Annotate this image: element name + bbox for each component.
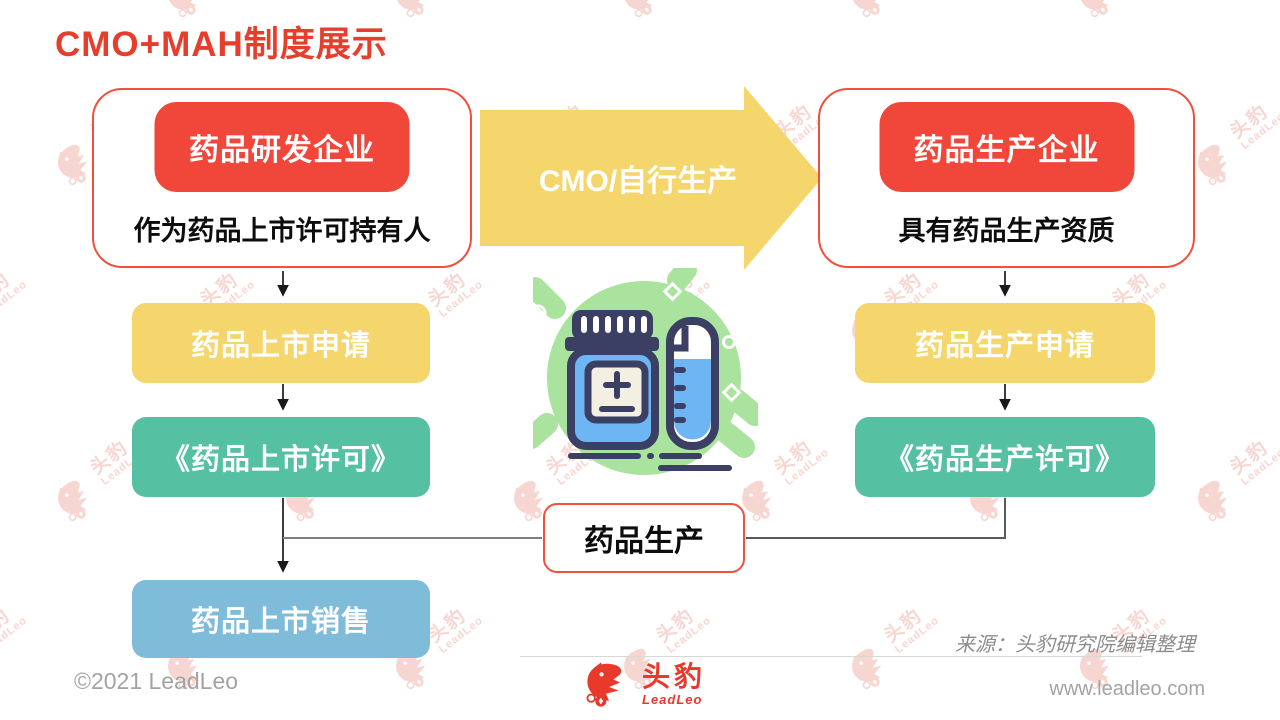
watermark-cn-text: 头豹 — [880, 604, 927, 648]
logo-cn-text: 头豹 — [642, 660, 707, 692]
watermark-cn-text: 头豹 — [0, 604, 15, 648]
mfg-enterprise-header: 药品生产企业 — [879, 102, 1134, 192]
website-link[interactable]: www.leadleo.com — [1049, 678, 1205, 700]
leadleo-logo: 头豹 LeadLeo — [583, 660, 706, 708]
flow-box-production-license: 《药品生产许可》 — [855, 417, 1155, 497]
watermark-en-text: LeadLeo — [436, 278, 486, 320]
watermark-cn-text: 头豹 — [424, 604, 471, 648]
watermark-cn-text: 头豹 — [1226, 100, 1273, 144]
mfg-enterprise-group: 药品生产企业 具有药品生产资质 — [818, 88, 1195, 268]
flow-box-listing-sales: 药品上市销售 — [132, 580, 430, 658]
leopard-watermark-icon — [624, 0, 654, 18]
leopard-watermark-icon — [58, 481, 88, 522]
watermark-en-text: LeadLeo — [1238, 446, 1280, 488]
watermark-en-text: LeadLeo — [664, 614, 714, 656]
leopard-watermark-icon — [1080, 0, 1110, 18]
rd-enterprise-caption: 作为药品上市许可持有人 — [133, 216, 431, 246]
watermark-cn-text: 头豹 — [652, 604, 699, 648]
cmo-arrow: CMO/自行生产 — [478, 84, 824, 272]
logo-en-text: LeadLeo — [642, 691, 703, 707]
medicine-bottle-icon — [533, 268, 758, 475]
watermark-en-text: LeadLeo — [1238, 110, 1280, 152]
watermark-en-text: LeadLeo — [782, 446, 832, 488]
watermark-en-text: LeadLeo — [892, 614, 942, 656]
flow-box-production-application: 药品生产申请 — [855, 303, 1155, 383]
watermark-en-text: LeadLeo — [0, 614, 30, 656]
flow-box-listing-license: 《药品上市许可》 — [132, 417, 430, 497]
watermark-cn-text: 头豹 — [0, 268, 15, 312]
watermark-cn-text: 头豹 — [770, 436, 817, 480]
arrow-label: CMO/自行生产 — [538, 165, 738, 198]
leopard-watermark-icon — [396, 0, 426, 18]
mfg-enterprise-caption: 具有药品生产资质 — [898, 216, 1115, 246]
leopard-watermark-icon — [1198, 481, 1228, 522]
rd-enterprise-header: 药品研发企业 — [154, 102, 410, 192]
leopard-watermark-icon — [1198, 145, 1228, 186]
leopard-watermark-icon — [852, 649, 882, 690]
watermark-en-text: LeadLeo — [436, 614, 486, 656]
watermark-cn-text: 头豹 — [424, 268, 471, 312]
copyright-text: ©2021 LeadLeo — [74, 668, 239, 694]
flow-box-drug-production: 药品生产 — [543, 503, 745, 573]
watermark-en-text: LeadLeo — [0, 278, 30, 320]
leopard-icon — [586, 662, 622, 707]
flow-box-listing-application: 药品上市申请 — [132, 303, 430, 383]
source-text: 来源：头豹研究院编辑整理 — [955, 634, 1195, 656]
page-title: CMO+MAH制度展示 — [55, 25, 388, 64]
leopard-watermark-icon — [852, 0, 882, 18]
source-divider — [520, 656, 1142, 657]
rd-enterprise-group: 药品研发企业 作为药品上市许可持有人 — [92, 88, 472, 268]
watermark-cn-text: 头豹 — [1226, 436, 1273, 480]
arrow-shape-icon — [480, 86, 822, 270]
